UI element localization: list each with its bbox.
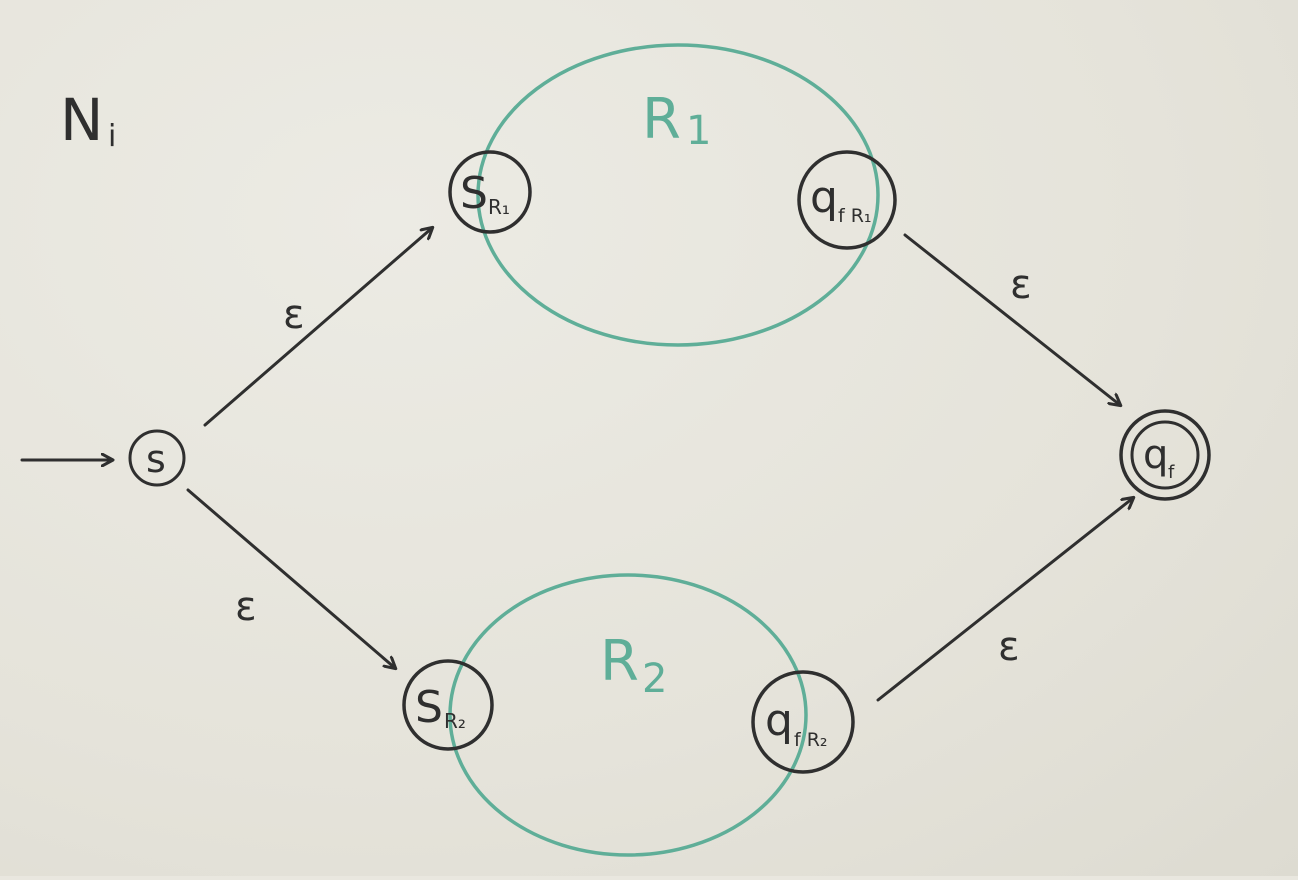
title-subscript: i: [108, 119, 116, 154]
state-sR2-subscript: R₂: [444, 709, 466, 733]
state-qR1: q f R₁: [797, 150, 897, 250]
region-r2-label: R: [600, 629, 639, 694]
transition-label-epsilon: ε: [283, 292, 305, 338]
state-sR2: S R₂: [402, 659, 494, 751]
state-qR2-subscript: f R₂: [794, 729, 828, 751]
transition-s-to-sR2: ε: [186, 488, 395, 668]
transition-label-epsilon: ε: [998, 624, 1020, 670]
state-q-label: q: [1143, 432, 1168, 478]
region-r1-label: R: [642, 87, 681, 152]
state-qR2: q f R₂: [751, 670, 855, 774]
region-r1-subscript: 1: [686, 108, 711, 154]
state-sR2-label: S: [415, 682, 443, 733]
region-r1: R 1: [476, 43, 880, 347]
transition-qR1-to-q: ε: [903, 233, 1120, 405]
state-sR1-subscript: R₁: [488, 195, 510, 219]
state-qR1-subscript: f R₁: [838, 205, 872, 227]
region-r2-subscript: 2: [642, 656, 667, 702]
state-q-accept: q f: [1119, 409, 1211, 501]
state-q-subscript: f: [1168, 462, 1175, 483]
state-s: s: [128, 429, 186, 487]
region-r2: R 2: [448, 573, 808, 857]
region-r1-boundary: [476, 43, 880, 347]
state-sR1-label: S: [460, 168, 488, 219]
diagram-title: N i: [60, 86, 116, 154]
state-sR1: S R₁: [448, 150, 532, 234]
transition-label-epsilon: ε: [1010, 262, 1032, 308]
transition-s-to-sR1: ε: [203, 228, 432, 427]
region-r2-boundary: [448, 573, 808, 857]
transition-label-epsilon: ε: [235, 584, 257, 630]
title-text: N: [60, 86, 103, 154]
state-s-label: s: [146, 437, 166, 481]
transition-qR2-to-q: ε: [876, 498, 1133, 702]
state-qR1-label: q: [810, 172, 838, 223]
state-qR2-label: q: [765, 695, 793, 746]
